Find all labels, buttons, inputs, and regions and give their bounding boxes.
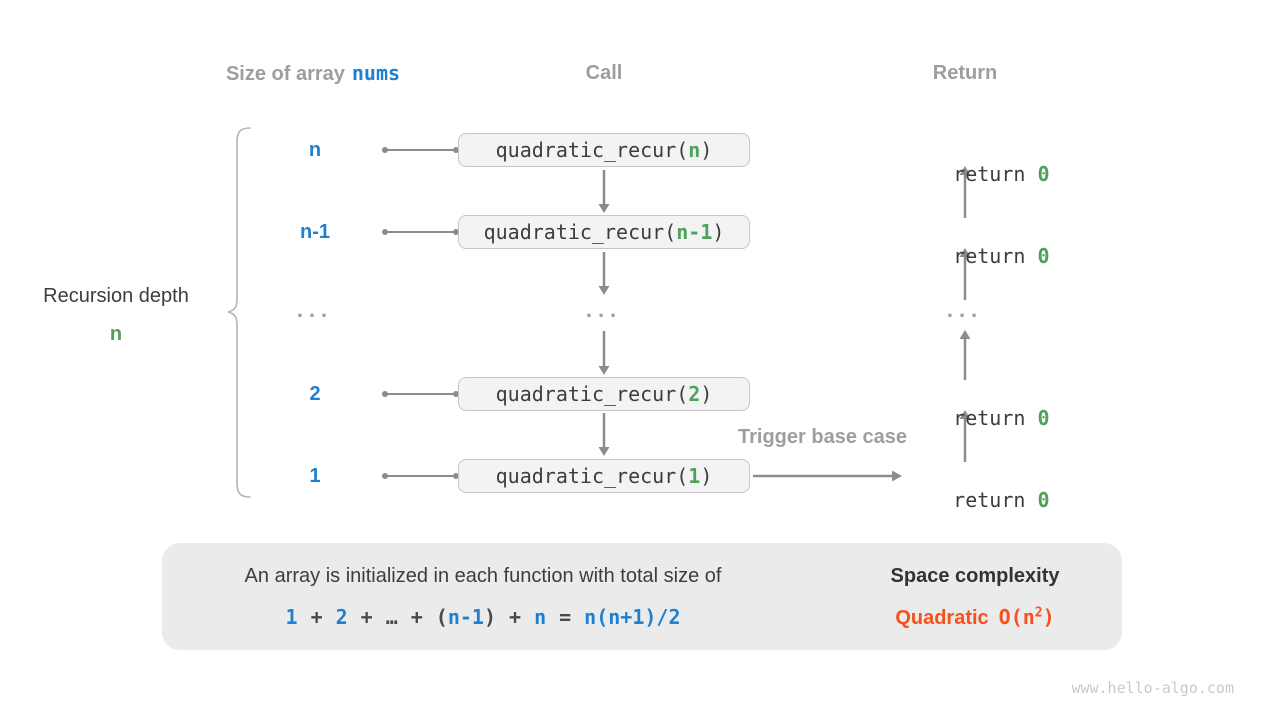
call-dots: ... — [585, 297, 623, 322]
eq-term: 2 — [335, 605, 348, 629]
call-arrow-down-3 — [598, 331, 610, 375]
call-text-close: ) — [712, 220, 725, 244]
size-label-dots: ... — [296, 297, 334, 322]
recursion-depth-value: n — [109, 323, 123, 345]
call-text: quadratic_recur( — [483, 220, 677, 244]
return-label-2: return 0 — [905, 220, 1049, 292]
size-header-text: Size of array — [225, 63, 345, 85]
return-value: 0 — [1037, 244, 1050, 268]
space-complexity-value: Quadratic O(n2) — [860, 604, 1090, 631]
call-text: quadratic_recur( — [495, 464, 689, 488]
eq-result: n(n+1)/2 — [584, 605, 681, 629]
return-arrow-up-3 — [959, 330, 971, 380]
eq-equals: = — [559, 605, 572, 629]
summation-formula: 1 + 2 + … + (n-1) + n = n(n+1)/2 — [180, 605, 786, 629]
summary-sentence: An array is initialized in each function… — [244, 565, 722, 587]
call-text-close: ) — [700, 138, 713, 162]
call-box-n: quadratic_recur(n) — [458, 133, 750, 167]
return-label-3: return 0 — [905, 382, 1049, 454]
return-value: 0 — [1037, 406, 1050, 430]
call-arg: 1 — [688, 464, 701, 488]
size-label-1: 1 — [309, 465, 321, 487]
eq-operator: + — [360, 605, 373, 629]
size-header-code: nums — [351, 61, 401, 85]
call-arg: 2 — [688, 382, 701, 406]
return-value: 0 — [1037, 488, 1050, 512]
website-watermark: www.hello-algo.com — [1071, 679, 1234, 697]
connector-row-2 — [382, 391, 459, 397]
call-arrow-down-1 — [598, 170, 610, 213]
connector-row-n — [382, 147, 459, 153]
column-header-size: Size of array nums — [163, 61, 463, 86]
eq-ellipsis: … — [385, 605, 398, 629]
call-box-1: quadratic_recur(1) — [458, 459, 750, 493]
column-header-call: Call — [585, 62, 623, 84]
size-label-n: n — [308, 139, 322, 161]
call-text: quadratic_recur( — [495, 138, 689, 162]
call-arrow-down-4 — [598, 413, 610, 456]
space-complexity-title: Space complexity — [890, 565, 1060, 587]
eq-term: n — [534, 605, 547, 629]
size-label-n-1: n-1 — [300, 221, 330, 243]
trigger-base-case-label: Trigger base case — [738, 426, 907, 448]
call-box-n-1: quadratic_recur(n-1) — [458, 215, 750, 249]
recursion-depth-brace — [227, 127, 251, 498]
call-arg: n — [688, 138, 701, 162]
eq-term-group: (n-1) — [435, 605, 497, 629]
size-label-2: 2 — [309, 383, 321, 405]
return-keyword: return — [953, 244, 1038, 268]
return-label-4: return 0 — [905, 464, 1049, 536]
call-text: quadratic_recur( — [495, 382, 689, 406]
eq-operator: + — [410, 605, 423, 629]
connector-row-n-1 — [382, 229, 459, 235]
return-label-1: return 0 — [905, 138, 1049, 210]
return-keyword: return — [953, 162, 1038, 186]
return-keyword: return — [953, 488, 1038, 512]
summary-panel — [162, 543, 1122, 650]
recursion-depth-label: Recursion depth — [43, 285, 189, 307]
return-keyword: return — [953, 406, 1038, 430]
call-text-close: ) — [700, 382, 713, 406]
eq-term: 1 — [285, 605, 298, 629]
eq-operator: + — [310, 605, 323, 629]
complexity-name: Quadratic — [895, 607, 989, 629]
column-header-return: Return — [932, 62, 998, 84]
call-box-2: quadratic_recur(2) — [458, 377, 750, 411]
call-arrow-down-2 — [598, 252, 610, 295]
return-dots: ... — [946, 297, 984, 322]
return-value: 0 — [1037, 162, 1050, 186]
connector-row-1 — [382, 473, 459, 479]
big-o-notation: O(n2) — [998, 605, 1055, 629]
call-text-close: ) — [700, 464, 713, 488]
trigger-arrow — [753, 470, 902, 482]
call-arg: n-1 — [676, 220, 713, 244]
eq-operator: + — [509, 605, 522, 629]
